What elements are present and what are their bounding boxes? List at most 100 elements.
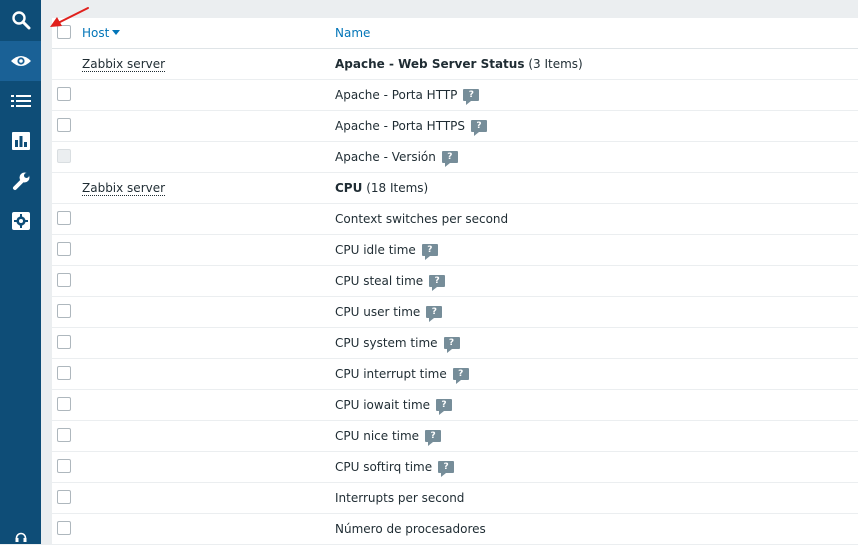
help-hint-icon[interactable]: ? xyxy=(443,337,460,353)
item-name-cell: Interrupts per second xyxy=(335,491,464,505)
item-name: Apache - Porta HTTP xyxy=(335,88,458,102)
item-name-cell: CPU steal time? xyxy=(335,274,446,291)
sidebar xyxy=(0,0,41,544)
item-name-cell: CPU idle time? xyxy=(335,243,438,260)
configuration-menu-button[interactable] xyxy=(0,161,41,201)
table-row: CPU steal time? xyxy=(52,266,858,297)
item-name: CPU interrupt time xyxy=(335,367,447,381)
monitoring-menu-button[interactable] xyxy=(0,41,41,81)
table-row: CPU system time? xyxy=(52,328,858,359)
group-row: Zabbix server Apache - Web Server Status … xyxy=(52,49,858,80)
group-title: CPU xyxy=(335,181,363,195)
search-icon xyxy=(11,11,30,30)
host-column-sort[interactable]: Host xyxy=(82,26,121,40)
item-name: CPU iowait time xyxy=(335,398,431,412)
item-name: Apache - Porta HTTPS xyxy=(335,119,466,133)
row-checkbox[interactable] xyxy=(57,304,71,318)
table-row: CPU idle time? xyxy=(52,235,858,266)
item-name-cell: CPU interrupt time? xyxy=(335,367,469,384)
item-name: Apache - Versión xyxy=(335,150,436,164)
table-row: Número de procesadores xyxy=(52,514,858,545)
host-link[interactable]: Zabbix server xyxy=(82,181,166,196)
help-hint-icon[interactable]: ? xyxy=(471,120,488,136)
item-name: CPU idle time xyxy=(335,243,416,257)
group-item-count: (3 Items) xyxy=(528,57,583,71)
help-hint-icon[interactable]: ? xyxy=(429,275,446,291)
annotation-arrow xyxy=(50,7,89,27)
list-icon xyxy=(10,95,31,107)
help-hint-icon[interactable]: ? xyxy=(421,244,438,260)
item-name-cell: CPU iowait time? xyxy=(335,398,453,415)
item-name: CPU steal time xyxy=(335,274,424,288)
row-checkbox[interactable] xyxy=(57,87,71,101)
item-name-cell: Número de procesadores xyxy=(335,522,486,536)
table-row: Apache - Porta HTTPS? xyxy=(52,111,858,142)
row-checkbox[interactable] xyxy=(57,335,71,349)
item-name: CPU softirq time xyxy=(335,460,433,474)
row-checkbox xyxy=(57,149,71,163)
headset-icon xyxy=(15,532,26,542)
item-name: CPU user time xyxy=(335,305,421,319)
table-row: Apache - Porta HTTP? xyxy=(52,80,858,111)
gear-icon xyxy=(11,212,30,230)
help-hint-icon[interactable]: ? xyxy=(436,399,453,415)
group-title: Apache - Web Server Status xyxy=(335,57,525,71)
help-hint-icon[interactable]: ? xyxy=(426,306,443,322)
bar-chart-icon xyxy=(11,132,30,150)
host-link[interactable]: Zabbix server xyxy=(82,57,166,72)
row-checkbox[interactable] xyxy=(57,211,71,225)
table-row: CPU user time? xyxy=(52,297,858,328)
inventory-menu-button[interactable] xyxy=(0,81,41,121)
row-checkbox[interactable] xyxy=(57,490,71,504)
row-checkbox[interactable] xyxy=(57,459,71,473)
table-row: CPU softirq time? xyxy=(52,452,858,483)
table-row: CPU iowait time? xyxy=(52,390,858,421)
wrench-icon xyxy=(12,172,29,190)
search-button[interactable] xyxy=(0,0,41,40)
table-row: CPU interrupt time? xyxy=(52,359,858,390)
item-name-cell: CPU system time? xyxy=(335,336,460,353)
item-name-cell: Apache - Versión? xyxy=(335,150,458,167)
row-checkbox[interactable] xyxy=(57,273,71,287)
sort-down-icon xyxy=(112,30,121,35)
name-column-sort[interactable]: Name xyxy=(335,26,371,40)
item-name: Número de procesadores xyxy=(335,522,486,536)
administration-menu-button[interactable] xyxy=(0,201,41,241)
row-checkbox[interactable] xyxy=(57,118,71,132)
group-name: Apache - Web Server Status (3 Items) xyxy=(335,57,583,71)
support-button[interactable] xyxy=(0,524,41,544)
reports-menu-button[interactable] xyxy=(0,121,41,161)
item-name-cell: Context switches per second xyxy=(335,212,508,226)
select-all-checkbox[interactable] xyxy=(57,25,71,39)
row-checkbox[interactable] xyxy=(57,366,71,380)
table-row: Context switches per second xyxy=(52,204,858,235)
group-name: CPU (18 Items) xyxy=(335,181,428,195)
group-row: Zabbix server CPU (18 Items) xyxy=(52,173,858,204)
help-hint-icon[interactable]: ? xyxy=(452,368,469,384)
row-checkbox[interactable] xyxy=(57,242,71,256)
item-name: CPU nice time xyxy=(335,429,420,443)
help-hint-icon[interactable]: ? xyxy=(441,151,458,167)
item-name: Interrupts per second xyxy=(335,491,465,505)
help-hint-icon[interactable]: ? xyxy=(463,89,480,105)
item-name-cell: Apache - Porta HTTP? xyxy=(335,88,480,105)
items-table: Host Name Zabbix server Apache - Web Serv… xyxy=(52,18,858,545)
table-header: Host Name xyxy=(52,18,858,49)
page-top-gap xyxy=(52,0,858,18)
item-name-cell: CPU softirq time? xyxy=(335,460,455,477)
row-checkbox[interactable] xyxy=(57,521,71,535)
item-name-cell: CPU user time? xyxy=(335,305,443,322)
row-checkbox[interactable] xyxy=(57,428,71,442)
eye-icon xyxy=(10,56,31,66)
group-item-count: (18 Items) xyxy=(366,181,429,195)
item-name-cell: CPU nice time? xyxy=(335,429,442,446)
host-column-label[interactable]: Host xyxy=(82,26,110,40)
table-row: Interrupts per second xyxy=(52,483,858,514)
item-name: CPU system time xyxy=(335,336,438,350)
row-checkbox[interactable] xyxy=(57,397,71,411)
item-name-cell: Apache - Porta HTTPS? xyxy=(335,119,488,136)
help-hint-icon[interactable]: ? xyxy=(425,430,442,446)
table-row: CPU nice time? xyxy=(52,421,858,452)
help-hint-icon[interactable]: ? xyxy=(438,461,455,477)
table-row: Apache - Versión? xyxy=(52,142,858,173)
